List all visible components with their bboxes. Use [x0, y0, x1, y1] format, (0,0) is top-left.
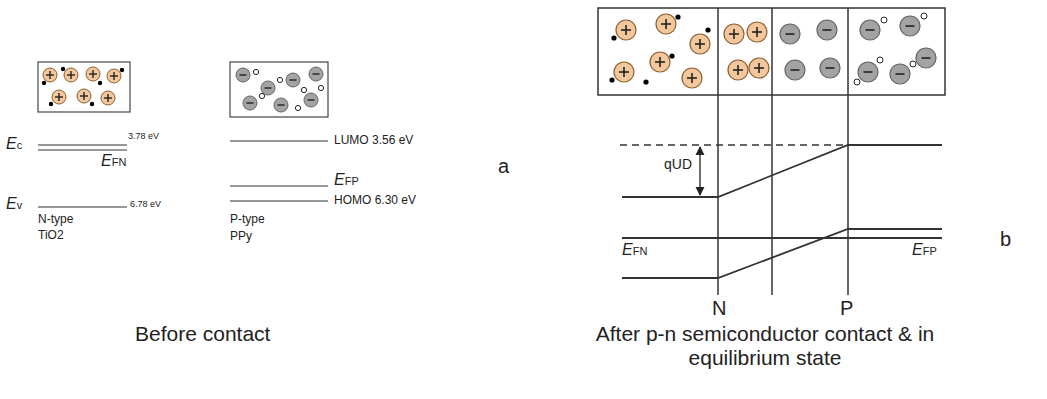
level-name: EFP	[912, 241, 937, 259]
level-name: EFP	[334, 171, 359, 189]
panel-letter: a	[498, 155, 509, 178]
region-name: N	[712, 297, 726, 320]
energy-value: 6.78 eV	[130, 199, 161, 209]
panel-caption: After p-n semiconductor contact & in equ…	[565, 322, 965, 370]
material-type: P-type	[230, 213, 265, 227]
level-name: EFN	[101, 152, 126, 170]
level-name: EFN	[622, 241, 647, 259]
level-value: LUMO 3.56 eV	[334, 134, 413, 148]
material-name: TiO2	[38, 229, 64, 243]
level-name: Ec	[6, 135, 22, 153]
material-type: N-type	[38, 213, 73, 227]
energy-value: 3.78 eV	[128, 131, 159, 141]
level-value: HOMO 6.30 eV	[334, 194, 416, 208]
level-name: Ev	[6, 195, 22, 213]
panel-letter: b	[1000, 228, 1011, 251]
region-name: P	[840, 297, 853, 320]
panel-caption: Before contact	[135, 322, 270, 346]
material-name: PPy	[230, 230, 252, 244]
barrier-label: qUD	[664, 156, 692, 172]
